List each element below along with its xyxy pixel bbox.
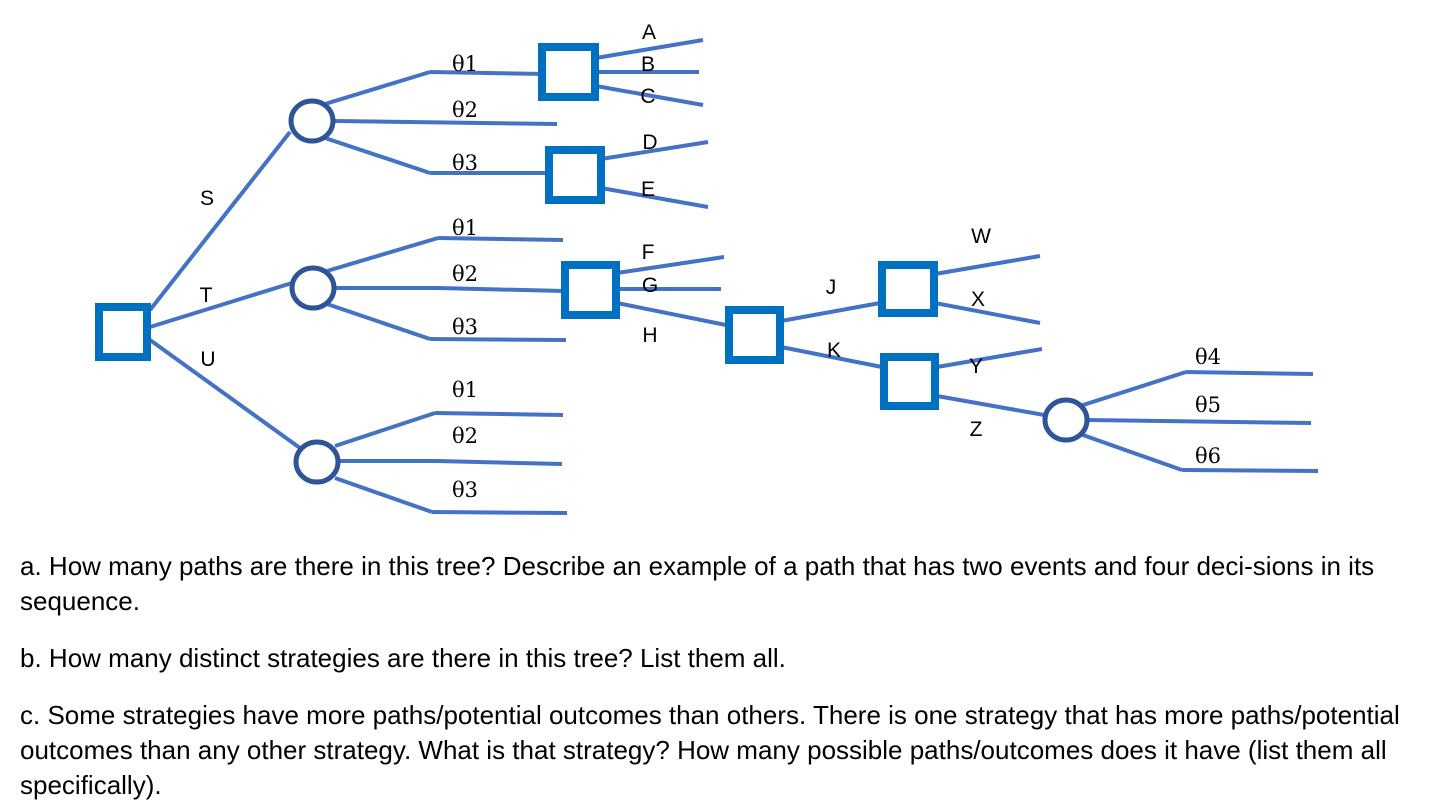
chance-node-t <box>289 265 337 311</box>
branch-e <box>600 186 709 209</box>
branch-s-theta1 <box>429 70 546 76</box>
branch-s-theta2 <box>333 119 558 126</box>
chance-node-s <box>288 98 336 144</box>
branch-k <box>780 345 883 369</box>
branch-theta6 <box>1079 432 1183 472</box>
label-theta4: θ4 <box>1195 345 1221 369</box>
label-t: T <box>200 284 213 307</box>
decision-node-fgh <box>561 261 620 319</box>
branch-theta4 <box>1185 370 1314 376</box>
question-a: a. How many paths are there in this tree… <box>20 549 1435 619</box>
question-a-label: a. <box>20 551 42 581</box>
label-x: X <box>971 288 985 311</box>
label-g: G <box>642 274 658 297</box>
label-u-theta3: θ3 <box>452 478 478 502</box>
branch-t <box>149 281 293 329</box>
branch-t-theta1 <box>326 236 439 273</box>
label-t-theta2: θ2 <box>452 262 478 286</box>
question-b-text: How many distinct strategies are there i… <box>48 643 786 673</box>
branch-theta5 <box>1087 418 1312 425</box>
decision-node-root <box>95 303 151 361</box>
branch-theta6 <box>1181 468 1319 473</box>
branch-u <box>148 338 302 450</box>
branch-f <box>616 255 725 275</box>
branch-s-theta1 <box>324 70 431 106</box>
question-c: c. Some strategies have more paths/poten… <box>20 698 1435 803</box>
question-c-text: Some strategies have more paths/potentia… <box>20 700 1400 800</box>
label-d: D <box>642 131 657 154</box>
branch-u-theta3 <box>334 476 433 514</box>
branch-u-theta2 <box>436 459 563 466</box>
branch-h <box>616 301 727 327</box>
label-h: H <box>642 324 657 347</box>
branch-u-theta1 <box>334 411 436 448</box>
label-u: U <box>200 348 215 371</box>
decision-node-de <box>545 146 605 204</box>
decision-node-abc <box>538 43 599 101</box>
decision-tree: S T U A B C D E F G H J K W X Y Z θ1 θ2 … <box>95 21 1319 515</box>
label-k: K <box>827 339 841 362</box>
branch-c <box>595 84 704 107</box>
label-u-theta2: θ2 <box>452 424 478 448</box>
label-s: S <box>200 187 214 210</box>
label-theta5: θ5 <box>1195 393 1221 417</box>
branch-t-theta3 <box>429 337 567 342</box>
branch-u-theta1 <box>434 411 564 417</box>
question-c-label: c. <box>20 700 41 730</box>
branch-y <box>936 347 1043 369</box>
question-a-text: How many paths are there in this tree? D… <box>20 551 1375 616</box>
branch-d <box>600 140 709 161</box>
label-w: W <box>971 225 991 248</box>
label-f: F <box>642 241 655 264</box>
branch-u-theta3 <box>431 510 568 515</box>
label-t-theta1: θ1 <box>452 216 478 240</box>
decision-node-yz <box>880 353 939 410</box>
branch-j <box>780 301 881 323</box>
label-a: A <box>642 21 656 44</box>
label-z: Z <box>970 418 983 441</box>
label-s-theta1: θ1 <box>452 52 478 76</box>
label-e: E <box>641 178 655 201</box>
decision-node-wx <box>878 261 938 317</box>
branch-w <box>934 254 1041 276</box>
branch-t-theta3 <box>326 302 431 341</box>
label-y: Y <box>969 355 983 378</box>
branch-t-theta2 <box>437 286 565 293</box>
question-b: b. How many distinct strategies are ther… <box>20 641 1435 676</box>
label-b: B <box>641 53 655 76</box>
label-c: C <box>640 85 655 108</box>
label-t-theta3: θ3 <box>452 315 478 339</box>
branch-x <box>934 301 1041 325</box>
label-u-theta1: θ1 <box>452 378 478 402</box>
decision-node-jk <box>725 306 784 364</box>
branch-s-theta3 <box>324 136 431 175</box>
label-s-theta2: θ2 <box>452 98 478 122</box>
branch-z <box>936 394 1051 418</box>
chance-node-u <box>293 439 341 485</box>
label-theta6: θ6 <box>1195 444 1221 468</box>
chance-node-z <box>1042 397 1090 443</box>
branch-theta4 <box>1079 370 1187 408</box>
branch-s <box>148 130 292 312</box>
question-b-label: b. <box>20 643 42 673</box>
label-j: J <box>826 276 837 299</box>
label-s-theta3: θ3 <box>452 151 478 175</box>
branch-t-theta1 <box>437 236 564 242</box>
branch-a <box>595 38 704 60</box>
